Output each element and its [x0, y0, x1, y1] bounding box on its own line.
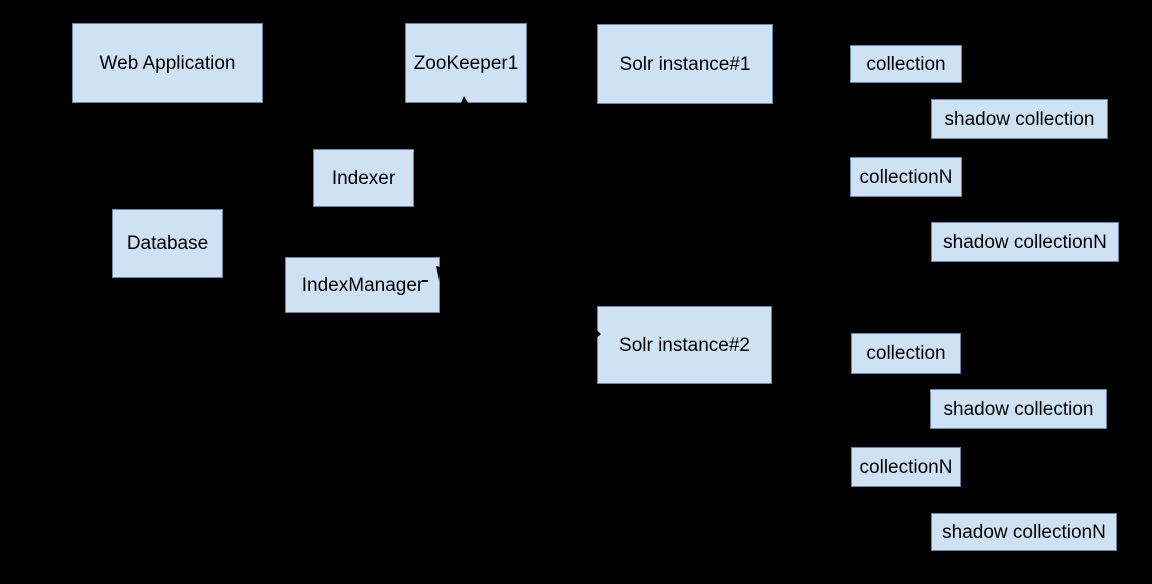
node-solr-instance-1: Solr instance#1: [597, 24, 773, 104]
node-label: ZooKeeper1: [413, 52, 519, 74]
node-web-application: Web Application: [72, 23, 263, 103]
node-label: Indexer: [331, 167, 396, 189]
node-label: Database: [126, 233, 209, 254]
node-label: collection: [866, 53, 946, 75]
node-label: collectionN: [859, 456, 953, 478]
node-collection-1: collection: [850, 45, 962, 83]
node-index-manager: IndexManager: [285, 257, 440, 313]
node-collection-2: collection: [851, 333, 961, 374]
node-shadow-collection-n-2: shadow collectionN: [931, 513, 1117, 551]
node-label: shadow collection: [944, 108, 1095, 130]
node-shadow-collection-1: shadow collection: [931, 99, 1108, 139]
node-database: Database: [112, 209, 223, 278]
node-label: Solr instance#2: [619, 334, 750, 356]
node-solr-instance-2: Solr instance#2: [597, 306, 772, 384]
node-label: collectionN: [859, 166, 953, 188]
node-indexer: Indexer: [313, 149, 414, 207]
node-shadow-collection-2: shadow collection: [930, 389, 1107, 429]
node-label: IndexManager: [301, 274, 424, 296]
node-zookeeper1: ZooKeeper1: [405, 23, 527, 103]
node-label: shadow collectionN: [942, 521, 1106, 543]
node-shadow-collection-n-1: shadow collectionN: [931, 222, 1119, 262]
node-collection-n-2: collectionN: [851, 447, 961, 487]
node-label: shadow collection: [943, 398, 1094, 420]
node-collection-n-1: collectionN: [850, 157, 962, 197]
node-label: Solr instance#1: [619, 53, 751, 75]
node-label: collection: [866, 343, 946, 364]
node-label: shadow collectionN: [943, 231, 1107, 253]
node-label: Web Application: [99, 52, 236, 74]
